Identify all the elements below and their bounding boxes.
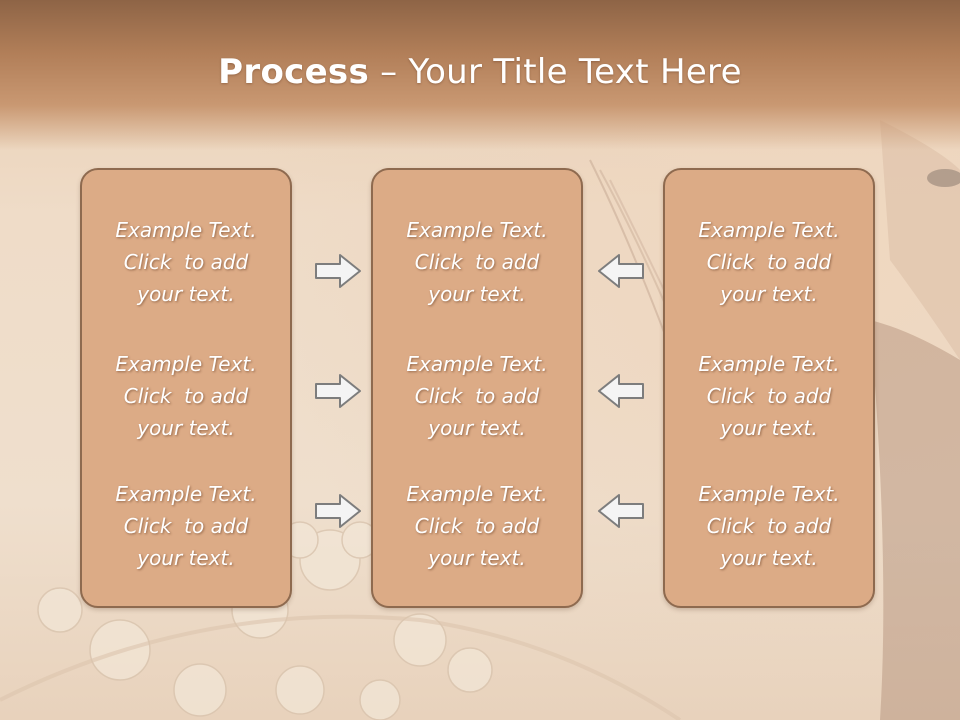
- text-item[interactable]: Example Text. Click to add your text.: [373, 348, 581, 444]
- text-line: your text.: [137, 546, 235, 570]
- text-line: Example Text.: [698, 482, 840, 506]
- text-item[interactable]: Example Text. Click to add your text.: [665, 348, 873, 444]
- title-band: [0, 0, 960, 150]
- text-line: your text.: [428, 416, 526, 440]
- process-box-right[interactable]: Example Text. Click to add your text. Ex…: [663, 168, 875, 608]
- left-arrow-icon[interactable]: [597, 493, 645, 529]
- process-box-left[interactable]: Example Text. Click to add your text. Ex…: [80, 168, 292, 608]
- text-line: your text.: [720, 282, 818, 306]
- slide-title[interactable]: Process – Your Title Text Here: [0, 52, 960, 92]
- text-line: Click to add: [123, 514, 249, 538]
- left-arrow-icon[interactable]: [597, 253, 645, 289]
- right-arrow-icon[interactable]: [314, 493, 362, 529]
- text-line: Click to add: [123, 384, 249, 408]
- text-line: Click to add: [414, 384, 540, 408]
- right-arrow-icon[interactable]: [314, 253, 362, 289]
- text-item[interactable]: Example Text. Click to add your text.: [665, 478, 873, 574]
- text-item[interactable]: Example Text. Click to add your text.: [373, 214, 581, 310]
- text-line: Example Text.: [698, 352, 840, 376]
- text-line: your text.: [428, 282, 526, 306]
- text-line: Example Text.: [406, 482, 548, 506]
- text-item[interactable]: Example Text. Click to add your text.: [82, 214, 290, 310]
- text-line: Example Text.: [115, 482, 257, 506]
- title-bold: Process: [218, 52, 370, 92]
- text-line: your text.: [137, 416, 235, 440]
- text-line: Example Text.: [115, 218, 257, 242]
- text-line: Example Text.: [406, 352, 548, 376]
- text-line: Click to add: [706, 514, 832, 538]
- text-item[interactable]: Example Text. Click to add your text.: [82, 348, 290, 444]
- title-rest: – Your Title Text Here: [369, 52, 742, 92]
- text-line: Click to add: [123, 250, 249, 274]
- text-line: Example Text.: [115, 352, 257, 376]
- text-line: Click to add: [706, 250, 832, 274]
- text-line: your text.: [720, 416, 818, 440]
- text-line: Click to add: [414, 250, 540, 274]
- text-line: your text.: [428, 546, 526, 570]
- process-box-center[interactable]: Example Text. Click to add your text. Ex…: [371, 168, 583, 608]
- text-line: Example Text.: [406, 218, 548, 242]
- right-arrow-icon[interactable]: [314, 373, 362, 409]
- text-item[interactable]: Example Text. Click to add your text.: [82, 478, 290, 574]
- text-line: Example Text.: [698, 218, 840, 242]
- text-line: your text.: [720, 546, 818, 570]
- text-line: Click to add: [706, 384, 832, 408]
- left-arrow-icon[interactable]: [597, 373, 645, 409]
- text-line: Click to add: [414, 514, 540, 538]
- text-line: your text.: [137, 282, 235, 306]
- text-item[interactable]: Example Text. Click to add your text.: [665, 214, 873, 310]
- text-item[interactable]: Example Text. Click to add your text.: [373, 478, 581, 574]
